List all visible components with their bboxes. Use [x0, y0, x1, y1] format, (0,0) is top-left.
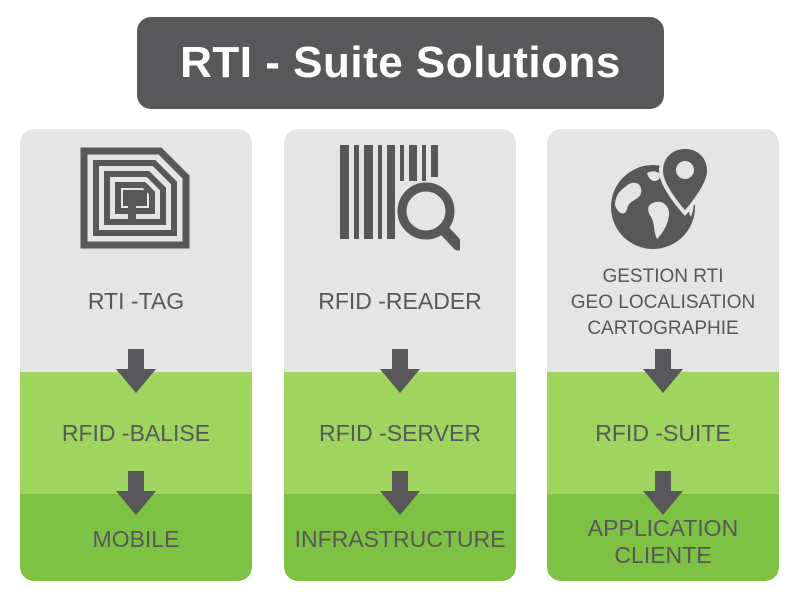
column-top-label: RFID -READER [284, 288, 516, 314]
rfid-chip-icon [76, 143, 196, 253]
down-arrow-icon [643, 349, 683, 393]
down-arrow-icon [116, 471, 156, 515]
bottom-label-line: APPLICATION [587, 515, 739, 541]
bottom-label-line: CLIENTE [614, 542, 712, 568]
top-label-line: CARTOGRAPHIE [587, 318, 739, 339]
barcode-search-icon [340, 143, 460, 253]
column-middle-label: RFID -SUITE [595, 420, 731, 446]
column-rfid-reader: RFID -READER RFID -SERVER INFRASTRUCTURE [284, 129, 516, 581]
top-label-line: RFID -READER [318, 288, 482, 314]
bottom-label-line: MOBILE [92, 526, 180, 552]
top-label-line: RTI -TAG [87, 288, 185, 314]
bottom-label-line: INFRASTRUCTURE [294, 526, 506, 552]
column-gestion-rti: GESTION RTI GEO LOCALISATION CARTOGRAPHI… [547, 129, 779, 581]
down-arrow-icon [116, 349, 156, 393]
column-middle-label: RFID -SERVER [319, 420, 481, 446]
page-title: RTI - Suite Solutions [180, 38, 621, 87]
column-rti-tag: RTI -TAG RFID -BALISE MOBILE [20, 129, 252, 581]
column-bottom-label: INFRASTRUCTURE [284, 526, 516, 552]
down-arrow-icon [380, 471, 420, 515]
column-middle-label: RFID -BALISE [61, 420, 211, 446]
top-label-line: GESTION RTI [602, 266, 724, 287]
title-banner: RTI - Suite Solutions [137, 17, 664, 109]
column-top-label: RTI -TAG [20, 288, 252, 314]
down-arrow-icon [380, 349, 420, 393]
top-label-line: GEO LOCALISATION [570, 292, 756, 313]
down-arrow-icon [643, 471, 683, 515]
column-bottom-label: MOBILE [20, 526, 252, 552]
column-top-label: GESTION RTI GEO LOCALISATION CARTOGRAPHI… [547, 264, 779, 342]
globe-location-pin-icon [603, 143, 723, 253]
column-bottom-label: APPLICATION CLIENTE [547, 515, 779, 569]
column-top-section [20, 129, 252, 372]
